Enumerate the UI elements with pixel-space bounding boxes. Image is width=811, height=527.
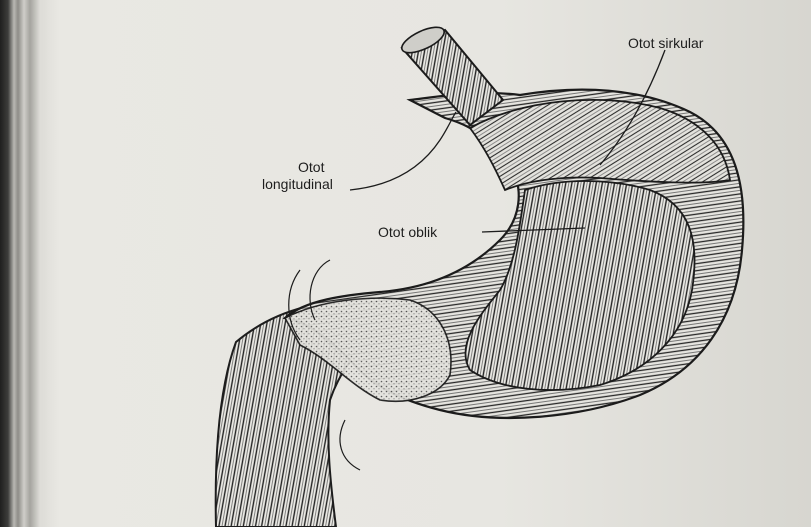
label-longitudinal-muscle-line1: Otot [298,159,324,176]
label-circular-muscle: Otot sirkular [628,35,703,52]
leader-line-duodenum [340,420,360,470]
leader-line-longitudinal [350,112,456,190]
label-oblique-muscle: Otot oblik [378,224,437,241]
label-longitudinal-muscle-line2: longitudinal [262,176,333,193]
